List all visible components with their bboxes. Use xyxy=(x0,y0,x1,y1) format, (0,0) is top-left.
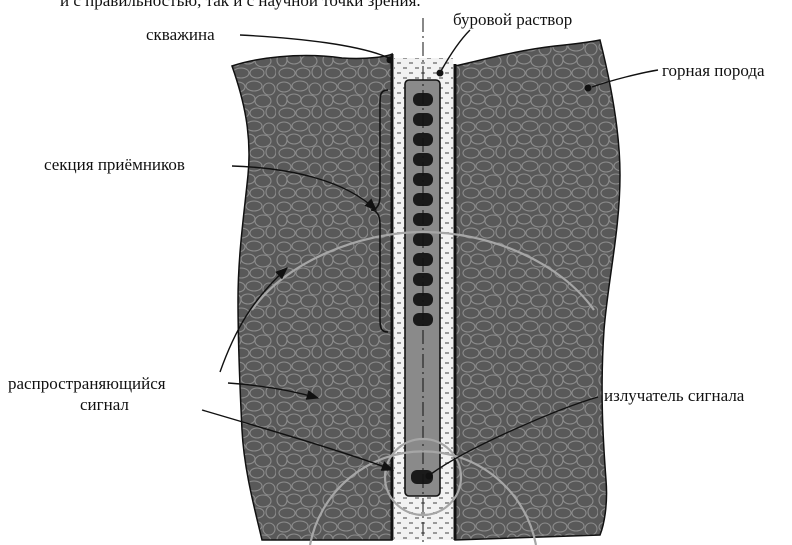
label-propagating-signal-line2: сигнал xyxy=(80,395,129,414)
label-borehole: скважина xyxy=(146,25,215,44)
header-text: и с правильностью, так и с научной точки… xyxy=(60,0,421,10)
leader-dot-rock xyxy=(585,85,592,92)
leader-dot-borehole xyxy=(387,57,394,64)
label-receiver-section: секция приёмников xyxy=(44,155,185,174)
rock-left xyxy=(232,54,392,540)
label-signal-emitter: излучатель сигнала xyxy=(604,386,745,405)
label-drilling-mud: буровой раствор xyxy=(453,10,572,29)
leader-dot-drilling-mud xyxy=(437,70,444,77)
leader-dot-emitter xyxy=(426,473,433,480)
label-rock: горная порода xyxy=(662,61,765,80)
leader-borehole xyxy=(240,35,389,58)
label-propagating-signal-line1: распространяющийся xyxy=(8,374,166,393)
